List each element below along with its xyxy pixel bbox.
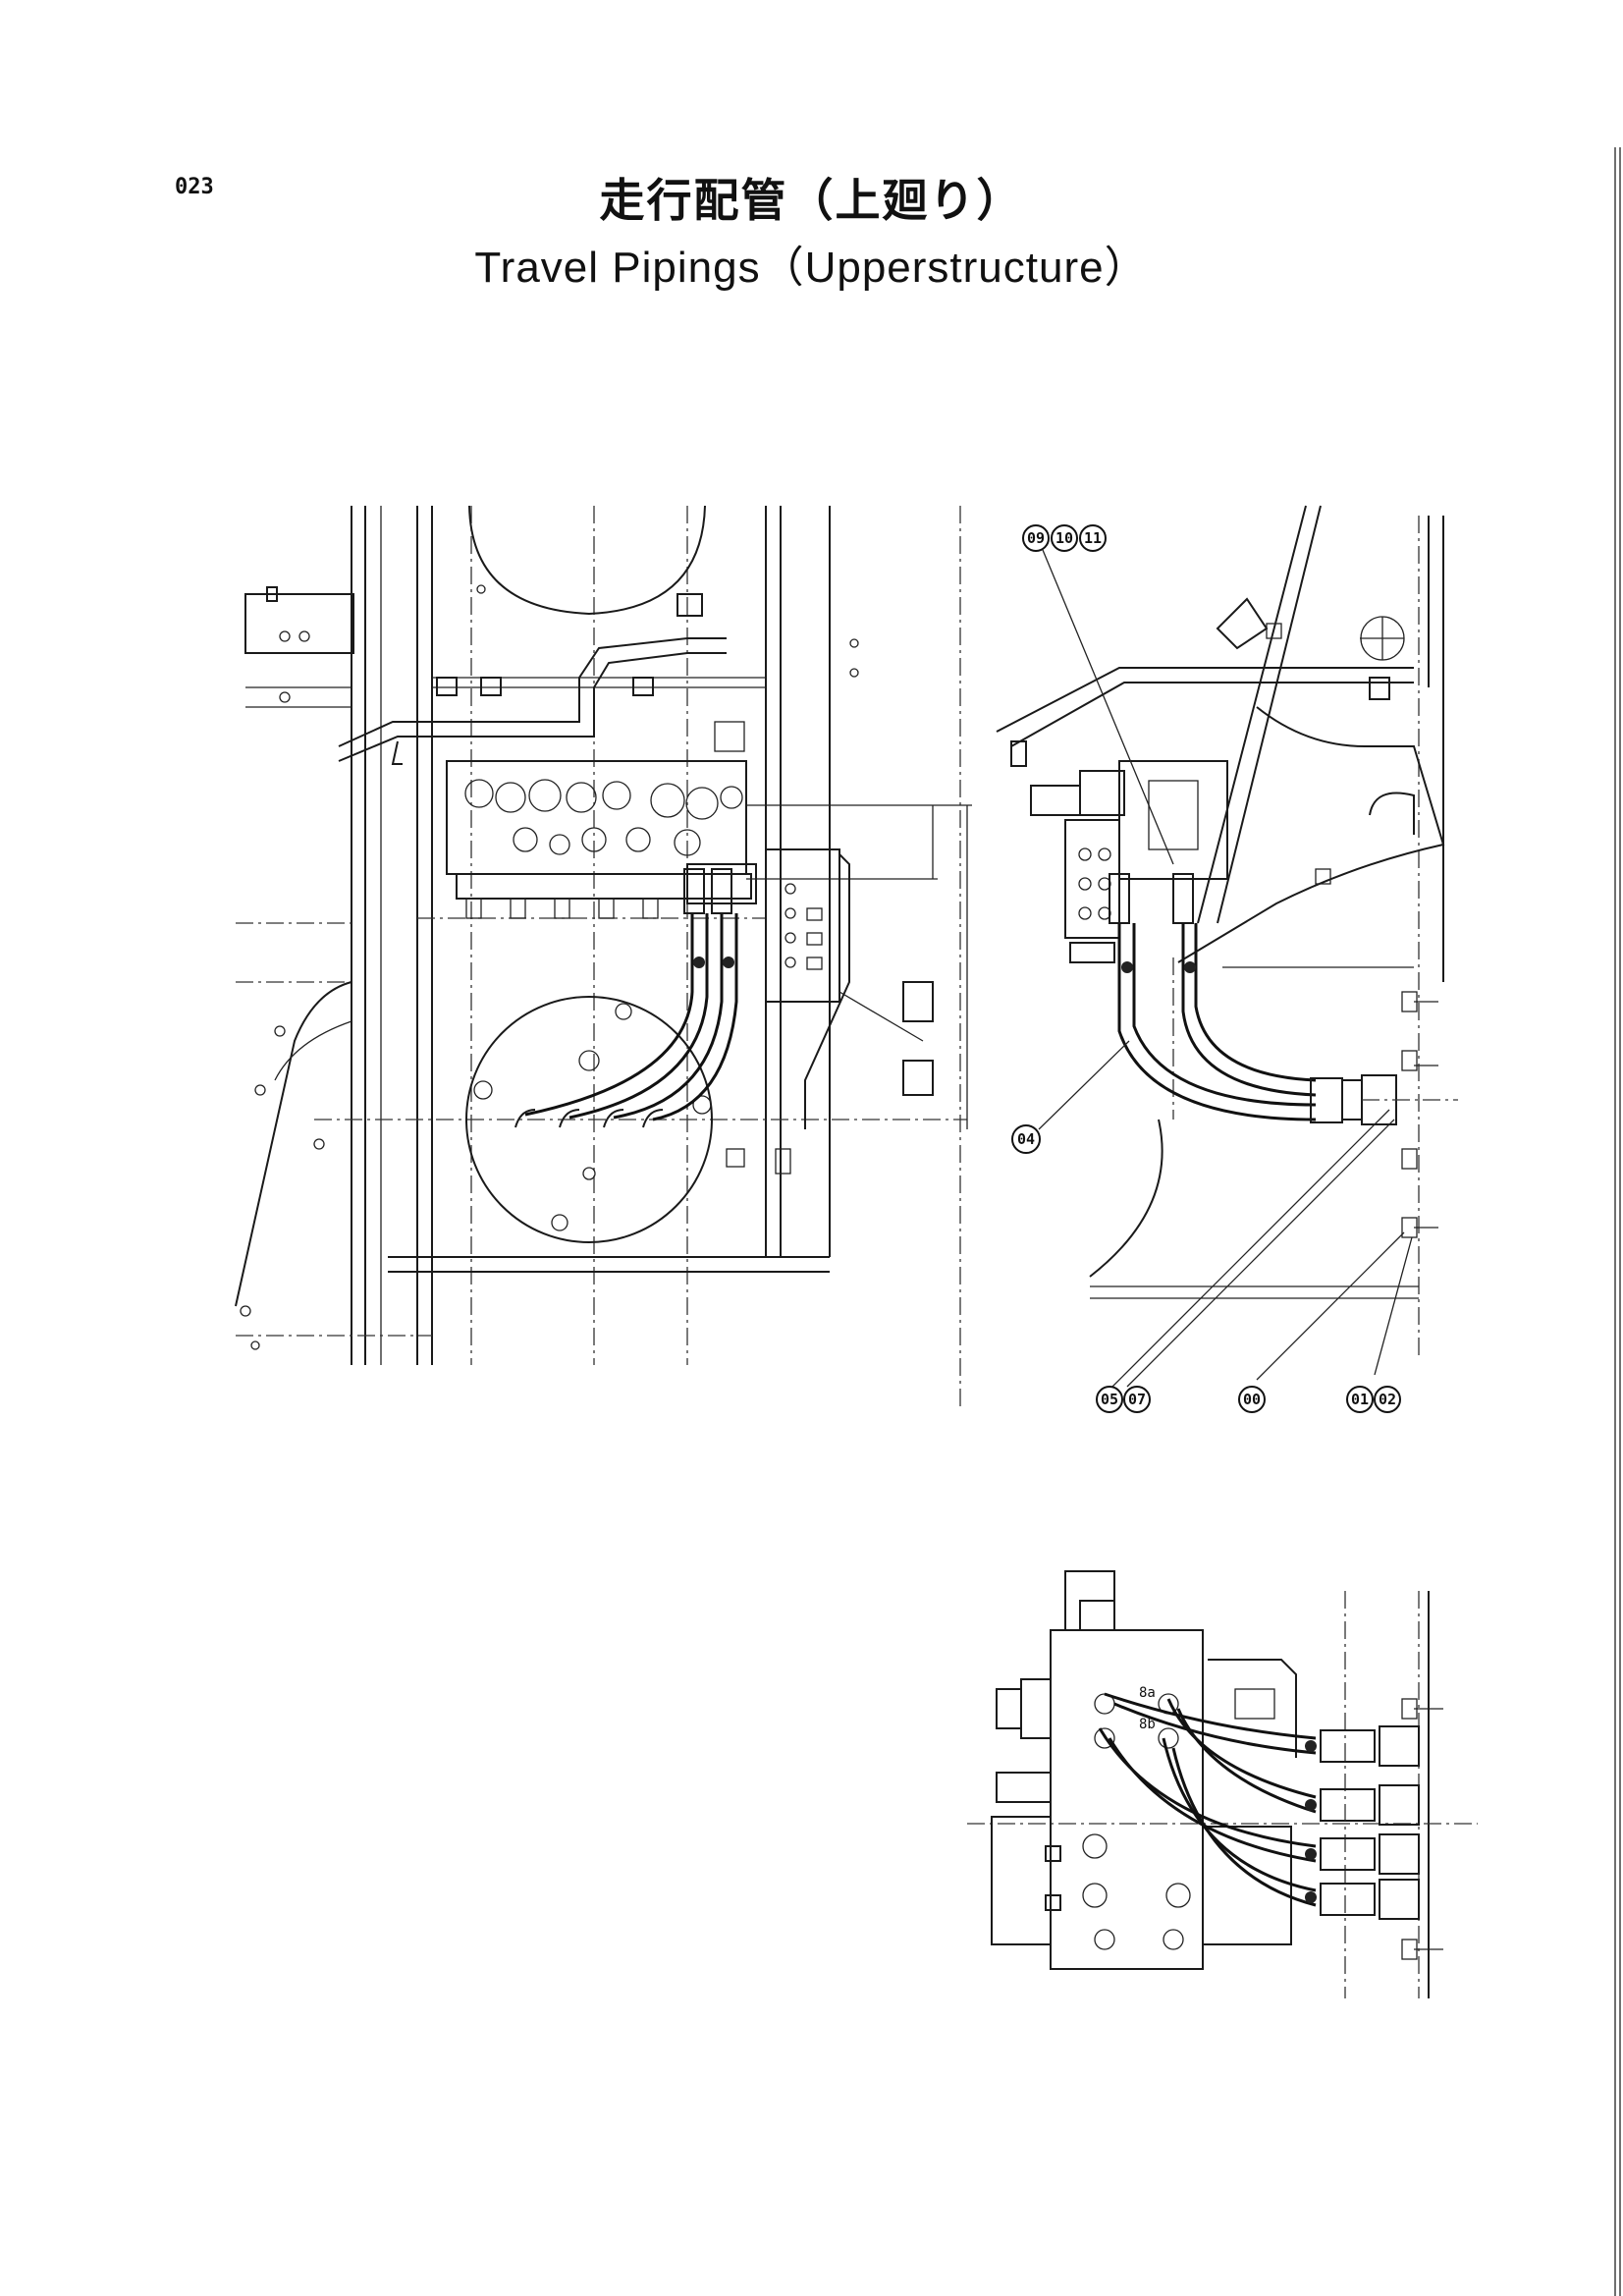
callout-group-00: 00 — [1238, 1386, 1266, 1413]
callout-group-09-10-11: 09 10 11 — [1022, 524, 1107, 552]
travel-hoses-detail — [1098, 1692, 1420, 1920]
callout-07-label: 07 — [1128, 1391, 1146, 1408]
callout-04-label: 04 — [1017, 1130, 1035, 1148]
callout-02-label: 02 — [1379, 1391, 1396, 1408]
callout-02 — [1374, 1386, 1401, 1413]
callout-11-label: 11 — [1084, 529, 1102, 547]
callout-10 — [1051, 524, 1078, 552]
page-title-japanese: 走行配管（上廻り） — [599, 174, 1024, 227]
callout-00 — [1238, 1386, 1266, 1413]
page-number: 023 — [175, 175, 214, 199]
page-title-english: Travel Pipings（Upperstructure） — [474, 244, 1149, 292]
callout-11 — [1079, 524, 1107, 552]
callout-09 — [1022, 524, 1050, 552]
callout-01 — [1346, 1386, 1374, 1413]
callout-04 — [1011, 1124, 1041, 1154]
callout-01-label: 01 — [1351, 1391, 1369, 1408]
port-label-8a: 8a — [1139, 1685, 1156, 1701]
travel-hoses-side — [1117, 923, 1458, 1125]
control-valve-top — [446, 721, 757, 919]
callout-10-label: 10 — [1055, 529, 1073, 547]
travel-hoses-top — [514, 868, 738, 1128]
callout-05-label: 05 — [1101, 1391, 1118, 1408]
side-view-drawing — [996, 505, 1458, 1391]
callout-group-01-02: 01 02 — [1346, 1386, 1401, 1413]
swing-bearing — [465, 996, 791, 1243]
top-view-drawing — [235, 505, 972, 1409]
callout-00-label: 00 — [1243, 1391, 1261, 1408]
port-label-8b: 8b — [1139, 1717, 1156, 1732]
callout-09-label: 09 — [1027, 529, 1045, 547]
callout-group-04: 04 — [1011, 1124, 1041, 1154]
callout-group-05-07: 05 07 — [1096, 1386, 1151, 1413]
callout-07 — [1123, 1386, 1151, 1413]
valve-detail-drawing: 8a 8b — [967, 1570, 1478, 1998]
callout-05 — [1096, 1386, 1123, 1413]
